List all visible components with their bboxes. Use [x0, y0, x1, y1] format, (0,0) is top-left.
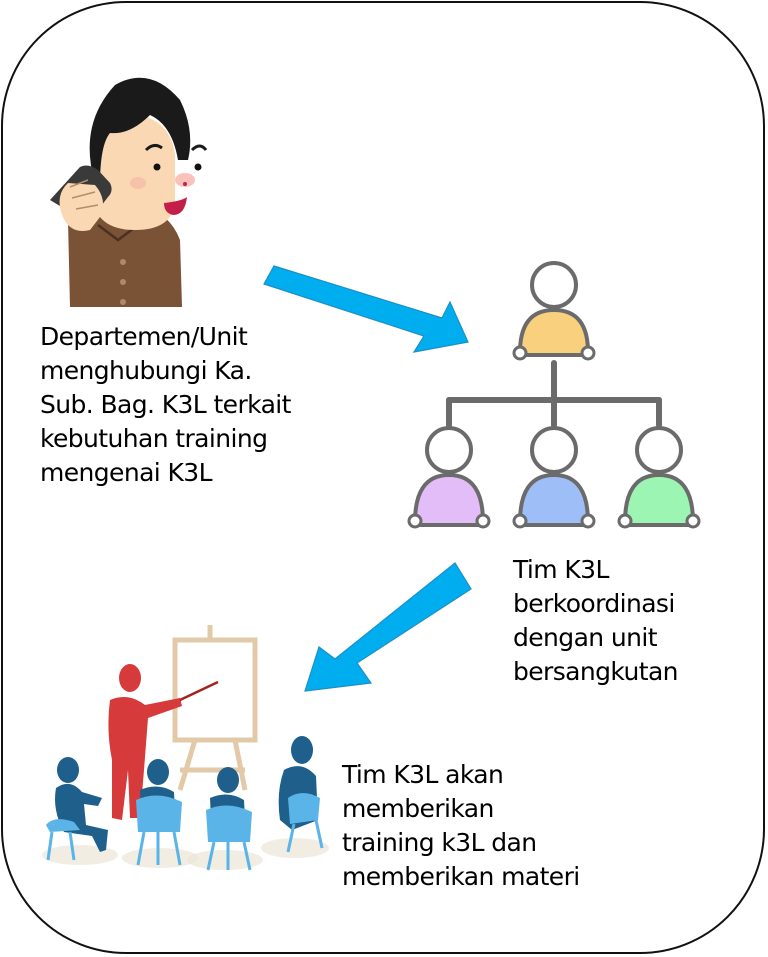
team-member-blue — [512, 426, 596, 529]
team-member-purple — [407, 426, 491, 529]
audience-figures — [46, 736, 324, 871]
team-member-green — [617, 426, 701, 529]
arrow-right-down-icon — [263, 265, 469, 353]
man-on-phone-illustration — [50, 77, 208, 307]
org-chart-team-illustration — [407, 261, 701, 529]
step-1-text: Departemen/Unit menghubungi Ka. Sub. Bag… — [40, 322, 291, 487]
step-2-text: Tim K3L berkoordinasi dengan unit bersan… — [513, 555, 679, 686]
team-lead-figure — [512, 261, 596, 361]
training-presentation-illustration — [42, 625, 329, 871]
arrow-left-down-icon — [304, 562, 472, 692]
presenter-figure — [108, 664, 219, 820]
step-3-text: Tim K3L akan memberikan training k3L dan… — [342, 760, 580, 891]
